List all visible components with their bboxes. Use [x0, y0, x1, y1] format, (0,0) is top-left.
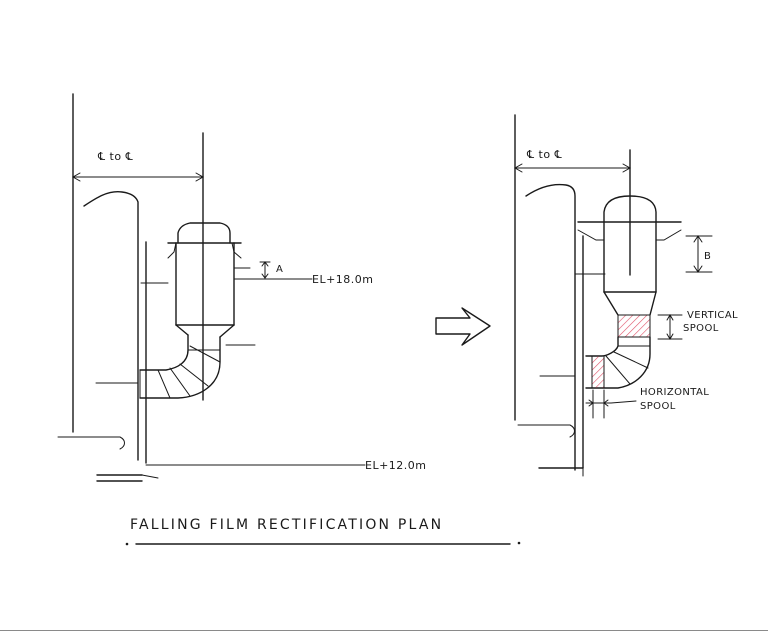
horizontal-spool-dimension: [585, 389, 637, 419]
double-right-arrow-icon: [435, 307, 491, 346]
title-dot-right: [517, 541, 521, 545]
elevation-18-label: EL+18.0m: [312, 273, 374, 286]
column-base: [96, 474, 159, 482]
rectifier-vessel-right: [577, 195, 682, 316]
title-dot-left: [125, 542, 129, 546]
vertical-spool-label-2: SPOOL: [683, 323, 719, 334]
after-plan: ℄ to ℄: [513, 114, 738, 477]
rectifier-vessel: [167, 222, 256, 346]
elbow-pipe: [139, 334, 221, 399]
spacing-label: ℄ to ℄: [97, 150, 133, 163]
horizontal-spool-section: [591, 355, 605, 389]
horizontal-spool-label-1: HORIZONTAL: [640, 387, 709, 398]
centerline-dimension-right: [513, 163, 632, 173]
vertical-spool-dimension: [657, 314, 683, 340]
vertical-spool-label-1: VERTICAL: [687, 310, 738, 321]
vertical-spool-section: [617, 314, 651, 338]
centerline-dimension: [71, 172, 205, 182]
before-plan: ℄ to ℄: [57, 93, 427, 482]
spacing-label-right: ℄ to ℄: [526, 148, 562, 161]
column-wall-right: [517, 183, 606, 477]
drawing-title: FALLING FILM RECTIFICATION PLAN: [130, 517, 443, 533]
dimension-a: [259, 261, 271, 279]
dim-a-label: A: [276, 264, 283, 275]
column-wall: [57, 191, 169, 464]
horizontal-spool-label-2: SPOOL: [640, 401, 676, 412]
bottom-border: [0, 630, 768, 631]
dimension-b: [685, 235, 713, 273]
dim-b-label: B: [704, 251, 711, 262]
elevation-12-label: EL+12.0m: [365, 459, 427, 472]
